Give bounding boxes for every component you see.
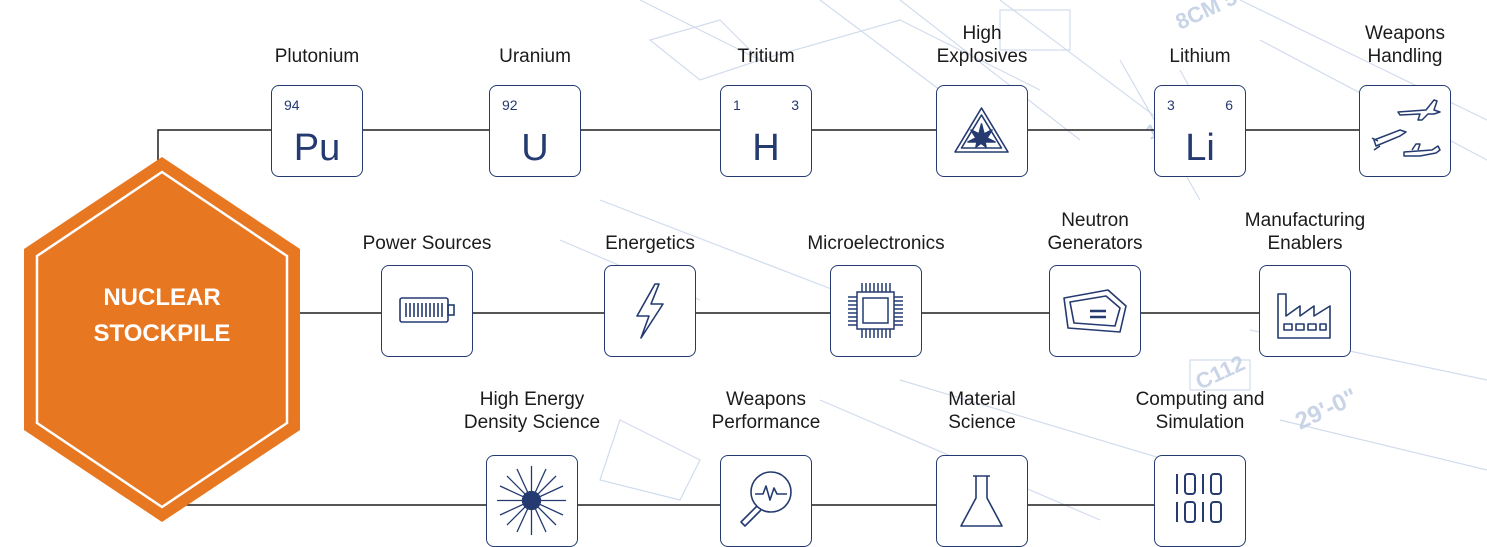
label-weapons-handling: Weapons Handling: [1365, 23, 1445, 67]
bottom-row-line: [157, 475, 1200, 506]
battery-icon: [399, 297, 455, 323]
nuclear-stockpile-title: NUCLEAR STOCKPILE: [93, 284, 231, 347]
explosive-warning-icon: [954, 107, 1009, 153]
tile-energetics[interactable]: [604, 265, 696, 357]
tile-manufacturing-enablers[interactable]: [1259, 265, 1351, 357]
aircraft-missile-icon: [1371, 99, 1441, 157]
mass-number: 6: [1225, 97, 1233, 113]
tile-plutonium[interactable]: 94 Pu: [271, 85, 363, 177]
mass-number: 3: [791, 97, 799, 113]
label-microelectronics: Microelectronics: [807, 233, 945, 254]
label-power-sources: Power Sources: [362, 233, 492, 254]
label-material-science: Material Science: [948, 389, 1016, 433]
tile-material-science[interactable]: [936, 455, 1028, 547]
atomic-number: 1: [733, 97, 741, 113]
label-lithium: Lithium: [1169, 46, 1231, 67]
binary-icon: [1176, 473, 1222, 523]
tile-microelectronics[interactable]: [830, 265, 922, 357]
element-symbol: Li: [1185, 127, 1215, 169]
label-tritium: Tritium: [737, 46, 795, 67]
magnifier-waveform-icon: [740, 471, 792, 527]
atomic-number: 94: [284, 97, 300, 113]
label-high-explosives: High Explosives: [936, 23, 1028, 67]
label-energetics: Energetics: [605, 233, 695, 254]
label-high-energy-density-science: High Energy Density Science: [463, 389, 601, 433]
flask-icon: [960, 475, 1003, 527]
tile-lithium[interactable]: 3 6 Li: [1154, 85, 1246, 177]
neutron-generator-icon: [1063, 289, 1127, 333]
tile-high-explosives[interactable]: [936, 85, 1028, 177]
element-symbol: H: [752, 127, 780, 169]
factory-icon: [1277, 293, 1331, 339]
tile-high-energy-density-science[interactable]: [486, 455, 578, 547]
tile-weapons-performance[interactable]: [720, 455, 812, 547]
label-weapons-performance: Weapons Performance: [711, 389, 821, 433]
starburst-icon: [497, 466, 566, 535]
label-computing-and-simulation: Computing and Simulation: [1135, 389, 1265, 433]
label-manufacturing-enablers: Manufacturing Enablers: [1244, 210, 1366, 254]
tile-neutron-generators[interactable]: [1049, 265, 1141, 357]
label-neutron-generators: Neutron Generators: [1047, 210, 1143, 254]
tile-uranium[interactable]: 92 U: [489, 85, 581, 177]
nuclear-stockpile-hexagon: [24, 157, 300, 522]
label-plutonium: Plutonium: [274, 46, 360, 67]
microchip-icon: [848, 283, 903, 338]
tile-power-sources[interactable]: [381, 265, 473, 357]
tile-tritium[interactable]: 1 3 H: [720, 85, 812, 177]
label-uranium: Uranium: [499, 46, 571, 67]
element-symbol: U: [521, 127, 549, 169]
tile-computing-and-simulation[interactable]: [1154, 455, 1246, 547]
tile-weapons-handling[interactable]: [1359, 85, 1451, 177]
atomic-number: 92: [502, 97, 518, 113]
atomic-number: 3: [1167, 97, 1175, 113]
element-symbol: Pu: [293, 127, 341, 169]
lightning-bolt-icon: [636, 283, 664, 339]
